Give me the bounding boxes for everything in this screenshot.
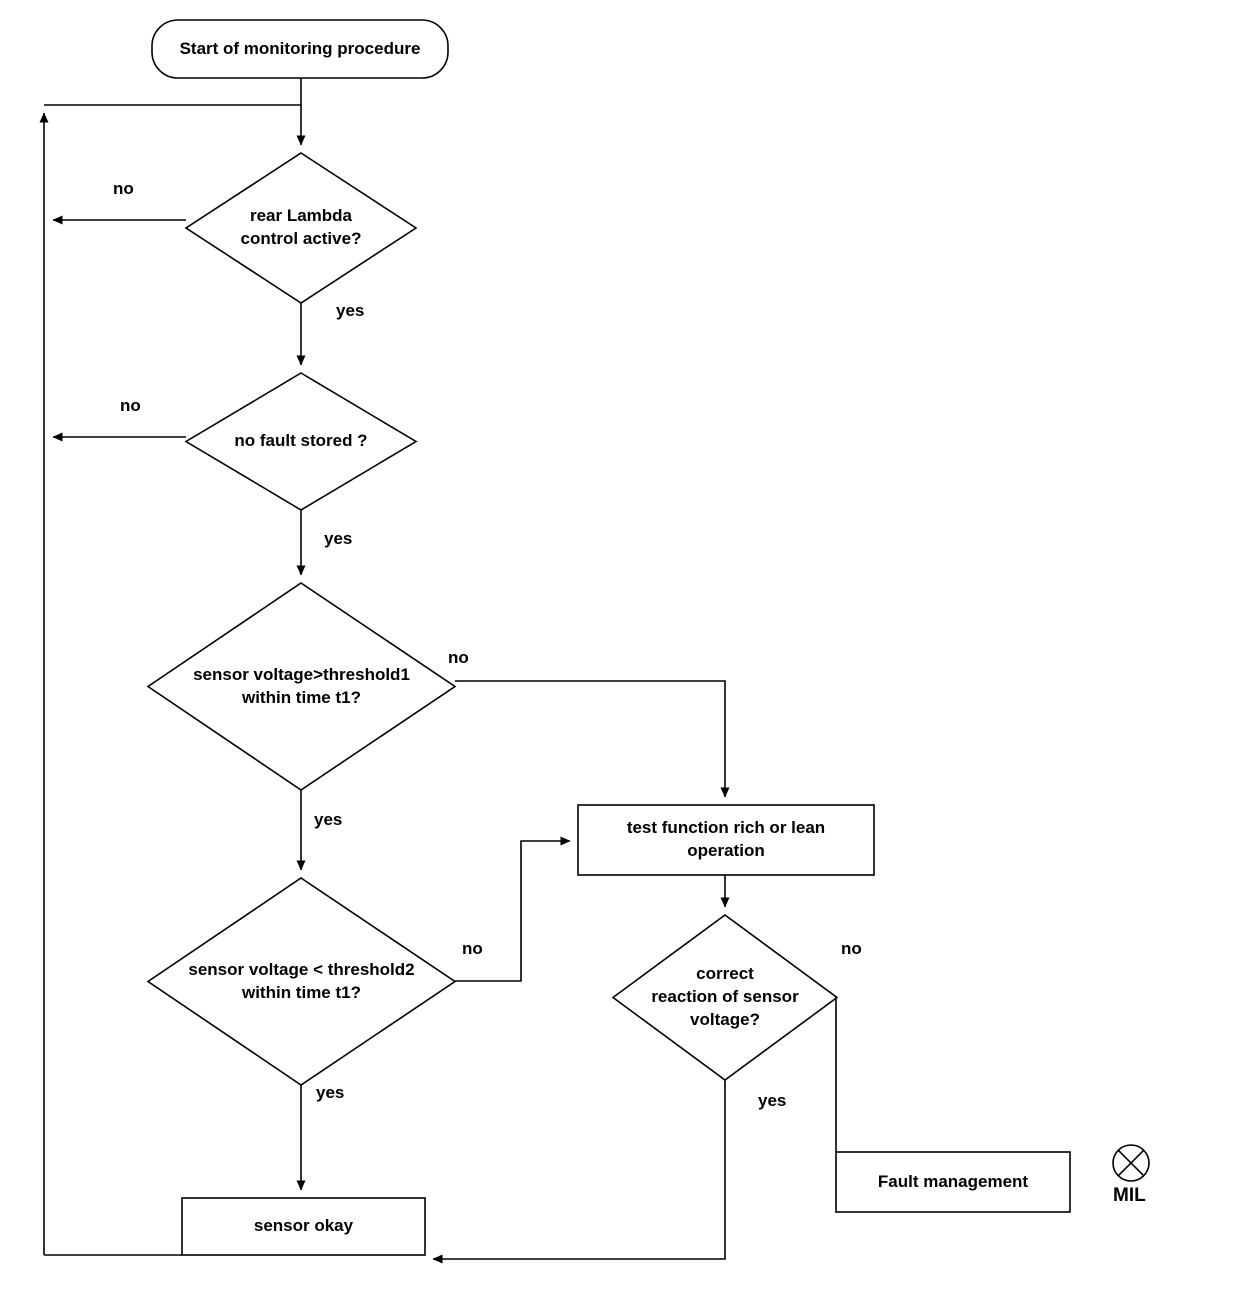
edge-label-rear-lambda-yes: yes [336,301,365,320]
shape-no-fault [184,372,418,511]
shape-threshold2 [146,877,457,1086]
edge-threshold1-no [455,680,730,798]
edge-correct-reaction-yes [432,1080,726,1264]
shape-threshold1 [146,582,457,791]
shape-correct-reaction [611,914,839,1081]
edge-label-correct-reaction-yes: yes [758,1091,787,1110]
shape-test-function [577,804,875,876]
mil-lamp-icon-slash-b [1117,1149,1145,1177]
flow-shapes [146,19,1150,1256]
edge-label-no-fault-yes: yes [324,529,353,548]
edge-label-threshold2-yes: yes [316,1083,345,1102]
shape-sensor-okay [181,1197,426,1256]
edge-label-rear-lambda-no: no [113,179,134,198]
flow-connectors [39,78,837,1264]
shape-fault-management [835,1151,1071,1213]
edge-label-threshold2-no: no [462,939,483,958]
edge-threshold2-no [455,836,571,982]
shape-rear-lambda [184,152,418,304]
shape-start [151,19,449,79]
mil-lamp-label: MIL [1113,1185,1146,1206]
edge-label-no-fault-no: no [120,396,141,415]
edge-correct-reaction-no [835,996,837,1152]
edge-label-correct-reaction-no: no [841,939,862,958]
edge-label-threshold1-no: no [448,648,469,667]
edge-label-threshold1-yes: yes [314,810,343,829]
